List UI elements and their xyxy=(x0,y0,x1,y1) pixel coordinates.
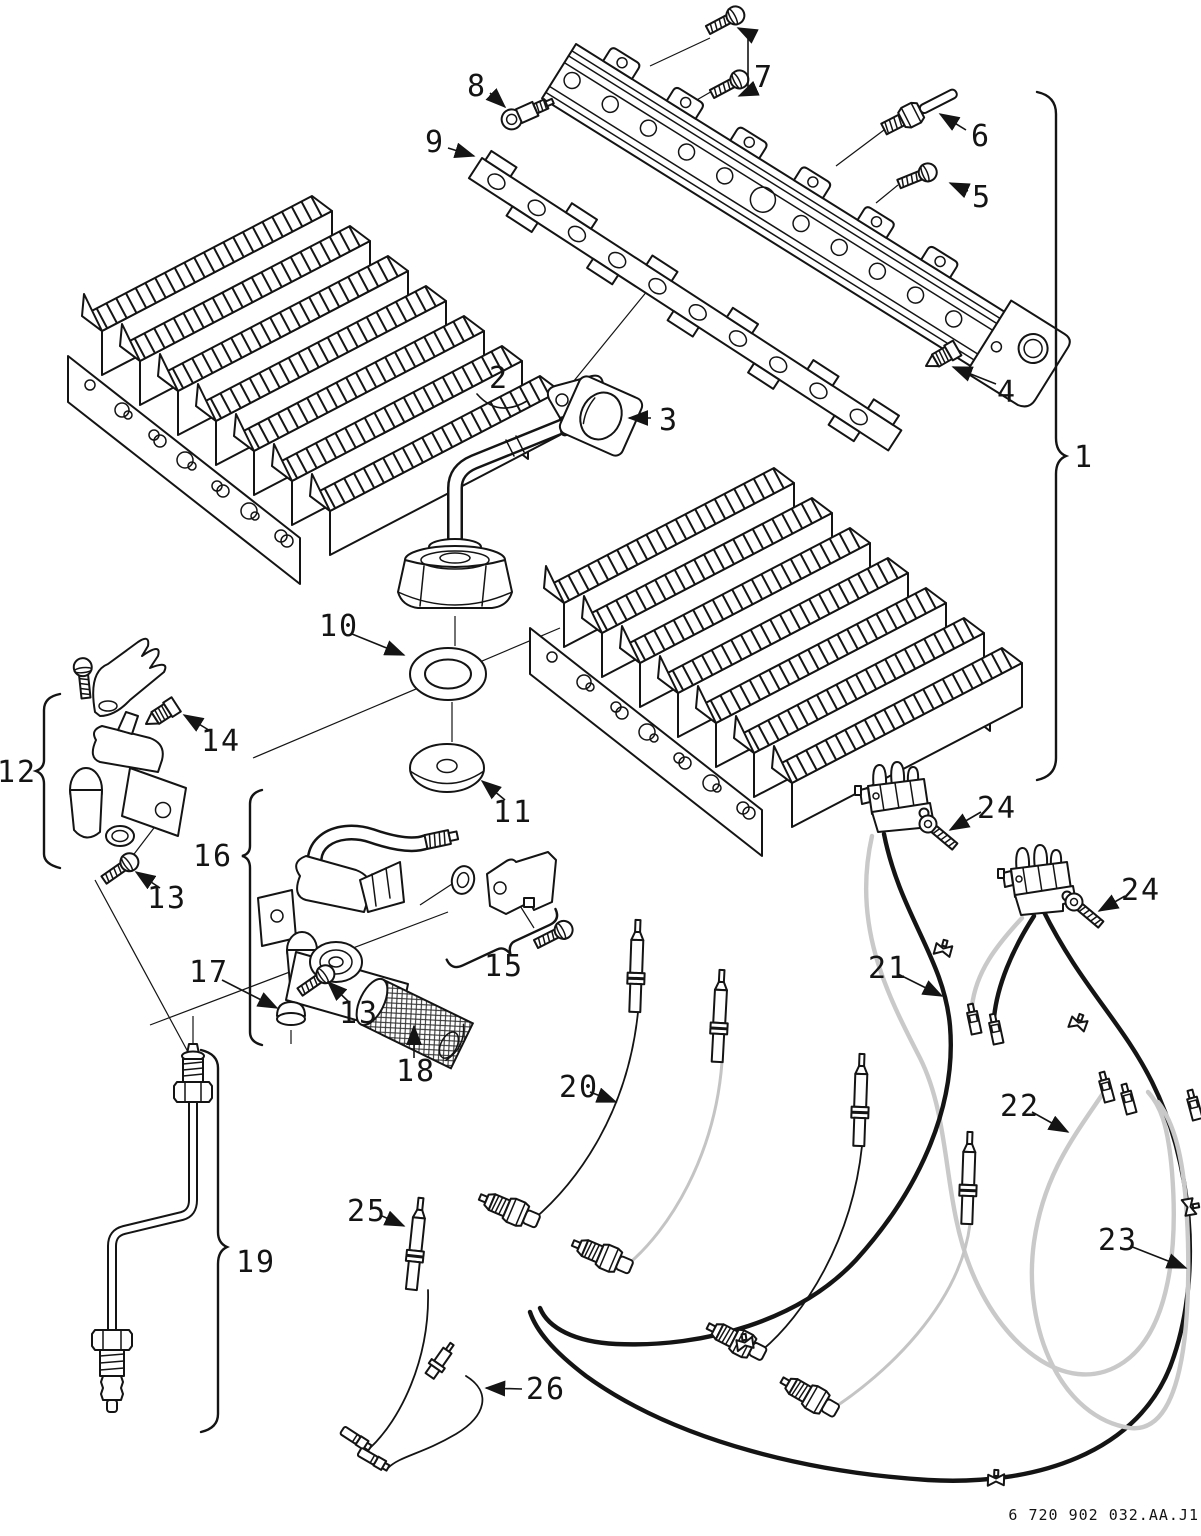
mount-screw-13a xyxy=(97,848,143,889)
cable-21 xyxy=(537,831,953,1347)
callout-13a: 13 xyxy=(147,881,187,916)
pilot-gas-pipe-19 xyxy=(91,1043,213,1413)
manifold-screw-7a xyxy=(702,2,749,39)
callout-5: 5 xyxy=(972,180,992,215)
terminal-plug xyxy=(986,1012,1005,1046)
manifold-screw-7b xyxy=(706,66,753,103)
terminal-plug xyxy=(1184,1087,1201,1122)
electrode-screw-24a xyxy=(915,811,962,855)
callout-3: 3 xyxy=(659,403,679,438)
pilot-bracket-assembly xyxy=(69,637,187,889)
flame-sensor-probe xyxy=(707,968,732,1064)
flame-sensor-probe xyxy=(957,1130,980,1226)
relation-leader-lines xyxy=(94,37,1074,1053)
bracket-2 xyxy=(476,393,528,409)
cable-23 xyxy=(527,907,1193,1483)
callout-17: 17 xyxy=(189,955,229,990)
washer-11 xyxy=(409,743,485,793)
bracket-screw xyxy=(71,656,96,700)
burner-bar-rack-right xyxy=(530,468,1022,856)
brace-1 xyxy=(1035,90,1070,782)
callout-8: 8 xyxy=(467,69,487,104)
terminal-plug xyxy=(1118,1081,1138,1116)
mesh-filter-18 xyxy=(355,977,475,1070)
sensor-26 xyxy=(424,1341,455,1380)
callout-19: 19 xyxy=(236,1245,276,1280)
flame-sensors xyxy=(338,918,980,1474)
flame-sensor-probe-20 xyxy=(625,918,648,1014)
flange-gasket-3 xyxy=(558,375,644,457)
callout-25: 25 xyxy=(347,1194,387,1229)
sensor-fitting xyxy=(567,1230,637,1281)
brace-12 xyxy=(32,692,62,870)
brace-19 xyxy=(199,1048,230,1434)
callout-10: 10 xyxy=(319,609,359,644)
ignition-electrode-right xyxy=(997,844,1077,916)
sensor-fitting xyxy=(774,1368,844,1424)
pilot-injector-14 xyxy=(140,696,182,733)
sensor-fitting xyxy=(474,1184,544,1235)
spade-connector xyxy=(355,1446,392,1474)
callout-12: 12 xyxy=(0,755,37,790)
gas-manifold-rail xyxy=(541,43,1071,408)
cable-clip xyxy=(932,937,955,959)
callout-21: 21 xyxy=(868,951,908,986)
callout-24b: 24 xyxy=(1121,873,1161,908)
callout-20: 20 xyxy=(559,1070,599,1105)
callout-18: 18 xyxy=(396,1054,436,1089)
callout-1: 1 xyxy=(1074,440,1094,475)
electrode-bracket-15 xyxy=(445,851,577,969)
callout-23: 23 xyxy=(1098,1223,1138,1258)
callout-11: 11 xyxy=(493,795,533,830)
spade-connector xyxy=(338,1424,374,1454)
callout-16: 16 xyxy=(193,839,233,874)
cable-clip xyxy=(986,1468,1006,1488)
callout-7: 7 xyxy=(754,60,774,95)
callout-9: 9 xyxy=(425,125,445,160)
callout-24a: 24 xyxy=(977,791,1017,826)
drawing-number: 6 720 902 032.AA.J1 xyxy=(1008,1506,1199,1524)
cable-gray-left xyxy=(863,833,1176,1377)
callout-braces xyxy=(32,32,1070,1434)
brace-16 xyxy=(241,788,264,1047)
burner-bar-rack-left xyxy=(68,196,560,584)
terminal-plug xyxy=(964,1002,983,1036)
callout-13b: 13 xyxy=(339,996,379,1031)
cable-clip xyxy=(1067,1010,1090,1034)
callout-arrows xyxy=(134,27,1188,1397)
callout-6: 6 xyxy=(971,119,991,154)
burner-gasket-strip xyxy=(467,149,903,452)
callout-26: 26 xyxy=(526,1372,566,1407)
callout-22: 22 xyxy=(1000,1089,1040,1124)
callout-4: 4 xyxy=(997,375,1017,410)
callout-2: 2 xyxy=(489,361,509,396)
flame-sensor-probe xyxy=(849,1052,872,1148)
flame-sensor-probe-25 xyxy=(401,1196,431,1292)
manifold-screw-5 xyxy=(894,159,941,194)
o-ring-10 xyxy=(409,647,487,701)
callout-15: 15 xyxy=(484,949,524,984)
dome-cap-17 xyxy=(276,1001,306,1026)
callout-labels: 1 2 3 4 5 6 7 8 9 10 11 12 13 13 14 15 1… xyxy=(0,60,1161,1407)
callout-14: 14 xyxy=(201,724,241,759)
gas-nozzle-6 xyxy=(878,81,963,140)
